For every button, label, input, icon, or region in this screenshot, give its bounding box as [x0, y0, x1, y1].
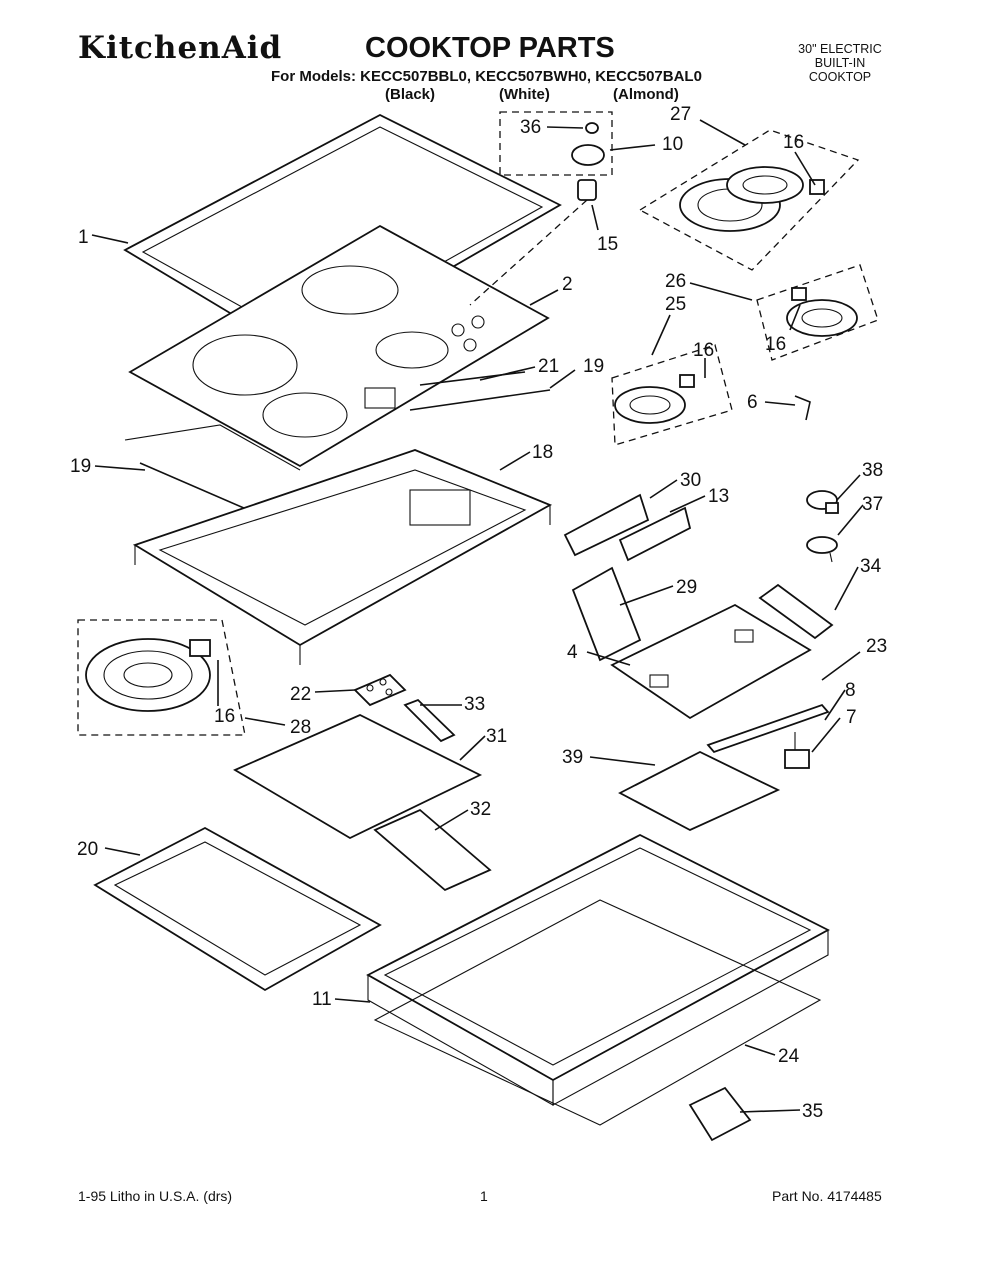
callout-16: 16 — [783, 132, 804, 153]
part-housing-box — [366, 833, 830, 1106]
part-block-22 — [353, 673, 407, 707]
callout-24: 24 — [778, 1046, 800, 1067]
product-line: COOKTOP — [808, 70, 872, 84]
callout-21: 21 — [538, 356, 559, 377]
part-element-25 — [611, 344, 733, 446]
product-line: 30" ELECTRIC — [798, 42, 882, 56]
callout-39: 39 — [562, 747, 583, 768]
footer-page-number: 1 — [480, 1188, 488, 1204]
callout-33: 33 — [464, 694, 485, 715]
part-tray — [610, 603, 812, 720]
callout-20: 20 — [77, 839, 98, 860]
part-knob-assembly — [469, 111, 613, 306]
callout-4: 4 — [567, 642, 578, 663]
part-element-28 — [77, 619, 246, 736]
callout-2: 2 — [562, 274, 573, 295]
callout-10: 10 — [662, 134, 683, 155]
callout-19: 19 — [583, 356, 604, 377]
callout-labels: 36 10 27 16 15 1 2 26 25 16 16 21 19 6 1… — [70, 104, 887, 1122]
models-line: For Models: KECC507BBL0, KECC507BWH0, KE… — [271, 68, 702, 85]
brand-logo: KitchenAid — [78, 30, 283, 66]
callout-15: 15 — [597, 234, 618, 255]
part-brackets — [563, 493, 692, 562]
part-panel-20 — [93, 826, 382, 992]
part-bracket-34 — [758, 583, 834, 640]
footer-litho: 1-95 Litho in U.S.A. (drs) — [78, 1188, 233, 1204]
part-fuse-holder — [806, 490, 839, 563]
callout-8: 8 — [845, 680, 856, 701]
callout-16: 16 — [765, 334, 786, 355]
callout-18: 18 — [532, 442, 553, 463]
callout-16: 16 — [693, 340, 714, 361]
part-rail-and-terminal — [618, 703, 830, 832]
callout-11: 11 — [312, 989, 332, 1010]
callout-25: 25 — [665, 294, 686, 315]
callout-28: 28 — [290, 717, 311, 738]
part-bracket-33 — [403, 698, 456, 743]
callout-29: 29 — [676, 577, 697, 598]
callout-22: 22 — [290, 684, 311, 705]
variant-black: (Black) — [385, 86, 436, 103]
callout-31: 31 — [486, 726, 507, 747]
callout-36: 36 — [520, 117, 541, 138]
product-type: 30" ELECTRIC BUILT-IN COOKTOP — [780, 42, 900, 84]
callout-7: 7 — [846, 707, 857, 728]
part-dual-element — [638, 129, 860, 271]
part-chassis — [132, 449, 553, 665]
callout-23: 23 — [866, 636, 887, 657]
part-panel-31 — [233, 714, 483, 840]
callout-32: 32 — [470, 799, 491, 820]
callout-37: 37 — [862, 494, 883, 515]
callout-6: 6 — [747, 392, 758, 413]
part-element-26 — [756, 264, 879, 361]
callout-26: 26 — [665, 271, 686, 292]
callout-35: 35 — [802, 1101, 823, 1122]
callout-34: 34 — [860, 556, 882, 577]
part-bracket-35 — [688, 1086, 752, 1142]
callout-16: 16 — [214, 706, 235, 727]
part-clip — [794, 395, 811, 421]
callout-38: 38 — [862, 460, 883, 481]
callout-19: 19 — [70, 456, 91, 477]
variant-white: (White) — [499, 86, 550, 103]
part-shield-29 — [571, 566, 642, 662]
callout-27: 27 — [670, 104, 691, 125]
callout-13: 13 — [708, 486, 729, 507]
footer-part-number: Part No. 4174485 — [772, 1188, 882, 1204]
page-title: COOKTOP PARTS — [365, 32, 615, 64]
part-channel-32 — [373, 808, 492, 892]
callout-30: 30 — [680, 470, 701, 491]
callout-1: 1 — [78, 227, 89, 248]
part-glass-top — [128, 224, 550, 468]
product-line: BUILT-IN — [814, 56, 866, 70]
variant-almond: (Almond) — [613, 86, 679, 103]
part-shield-24 — [373, 899, 822, 1126]
leader-lines — [91, 119, 864, 1113]
